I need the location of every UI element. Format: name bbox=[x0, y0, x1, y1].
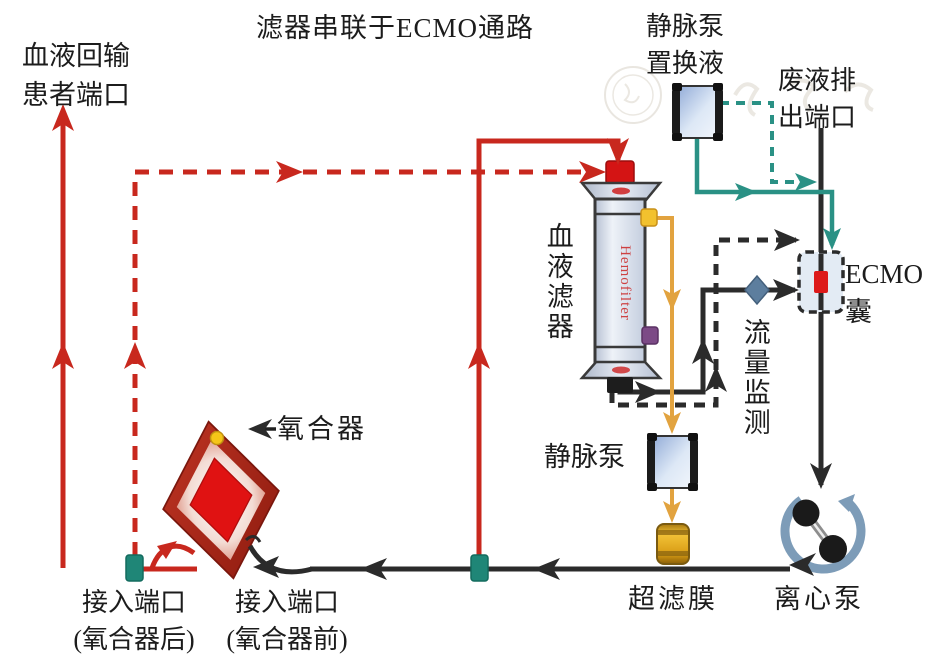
replacement-fluid-solid-line bbox=[694, 138, 835, 245]
replacement-fluid-dashed-line bbox=[720, 101, 813, 184]
ecmo-bladder-marker bbox=[814, 271, 828, 293]
label-centrifugal-pump: 离心泵 bbox=[774, 584, 864, 614]
uf-membrane-device bbox=[656, 523, 690, 565]
return-dashed-line bbox=[132, 169, 596, 556]
label-replacement-fluid-line2: 置换液 bbox=[646, 49, 725, 78]
connector-pre-filter bbox=[470, 554, 489, 582]
hemofilter-brand-text: Hemofilter bbox=[617, 245, 633, 321]
label-blood-return-port: 血液回输 患者端口 bbox=[22, 34, 130, 112]
label-access-pre-line2: (氧合器前) bbox=[226, 625, 348, 654]
replacement-fluid-bag bbox=[672, 83, 723, 141]
flow-arrows bbox=[52, 104, 841, 580]
label-hemofilter: 血液滤器 bbox=[542, 222, 573, 342]
label-waste-port: 废液排 出端口 bbox=[778, 60, 856, 134]
label-venous-pump: 静脉泵 bbox=[544, 442, 625, 472]
diagram-title: 滤器串联于ECMO通路 bbox=[256, 13, 535, 43]
label-replacement-fluid: 静脉泵 置换液 bbox=[646, 6, 724, 80]
flow-sensor-icon bbox=[744, 274, 770, 306]
label-flow-monitor: 流量监测 bbox=[739, 318, 770, 438]
oxygenator-outlet-tube bbox=[149, 541, 196, 569]
label-access-post-line2: (氧合器后) bbox=[73, 625, 195, 654]
label-waste-line2: 出端口 bbox=[778, 103, 857, 132]
oxygenator-port-dot bbox=[209, 430, 225, 446]
oxygenator-pointer-arrow bbox=[248, 419, 276, 439]
venous-pump-device bbox=[647, 433, 698, 491]
label-oxygenator: 氧合器 bbox=[277, 414, 367, 444]
label-replacement-fluid-line1: 静脉泵 bbox=[646, 12, 725, 41]
label-access-post-line1: 接入端口 bbox=[81, 588, 186, 617]
label-ecmo-line2: 囊 bbox=[845, 297, 872, 327]
label-uf-membrane: 超滤膜 bbox=[628, 584, 718, 614]
hemofilter-device: Hemofilter bbox=[579, 160, 663, 393]
centrifugal-pump-device bbox=[780, 494, 866, 576]
label-blood-return-line2: 患者端口 bbox=[22, 80, 130, 110]
hemofilter-aux-port bbox=[641, 326, 659, 345]
label-access-post-oxygenator: 接入端口 (氧合器后) bbox=[55, 582, 213, 656]
label-access-pre-oxygenator: 接入端口 (氧合器前) bbox=[208, 582, 366, 656]
label-access-pre-line1: 接入端口 bbox=[234, 588, 339, 617]
connector-post-oxygenator bbox=[125, 554, 144, 582]
label-waste-line1: 废液排 bbox=[778, 66, 857, 95]
oxygenator-inlet-tube bbox=[244, 535, 313, 578]
label-blood-return-line1: 血液回输 bbox=[22, 41, 130, 71]
hemofilter-filtrate-port bbox=[640, 208, 658, 227]
label-ecmo-bladder: ECMO 囊 bbox=[845, 259, 923, 329]
hemofilter-bottom-port bbox=[607, 377, 633, 393]
oxygenator-device bbox=[162, 420, 280, 580]
ecmo-bladder-device bbox=[797, 250, 845, 314]
label-ecmo-line1: ECMO bbox=[845, 259, 924, 289]
filter-outlet-dashed-line bbox=[609, 237, 796, 408]
watermark bbox=[604, 66, 874, 124]
hemofilter-top-port bbox=[605, 160, 635, 185]
